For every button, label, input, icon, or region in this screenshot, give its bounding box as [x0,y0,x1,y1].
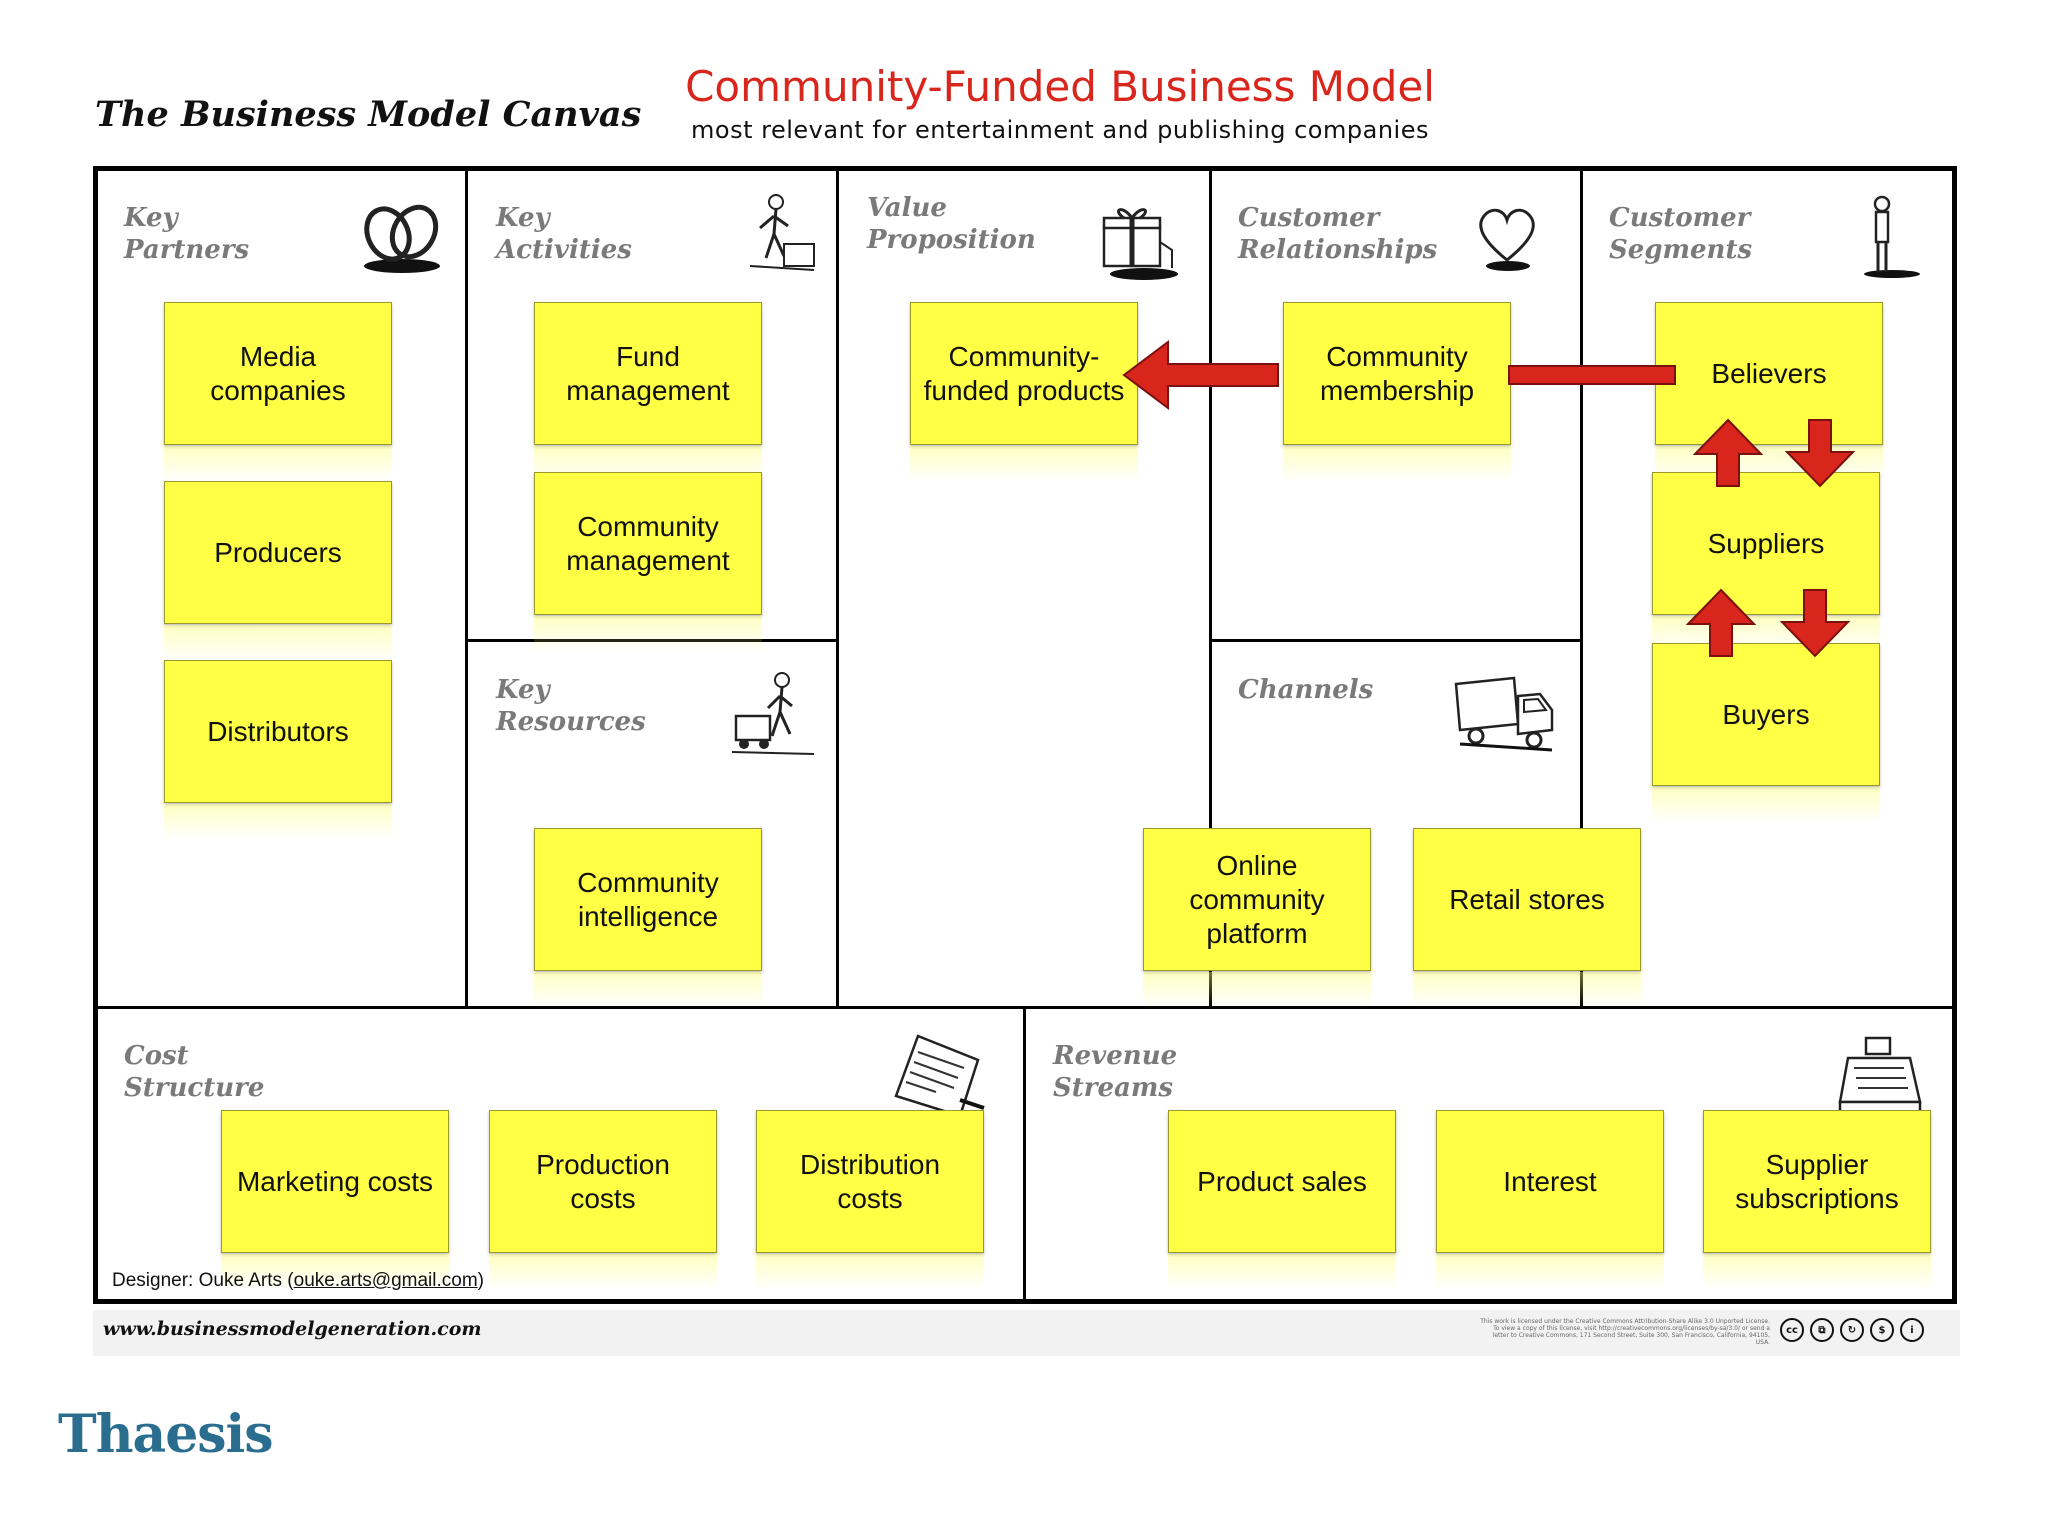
note-community-management[interactable]: Community management [534,472,762,652]
note-suppliers[interactable]: Suppliers [1652,472,1880,652]
section-label-customer-segments: Customer Segments [1609,203,1753,265]
section-label-cost-structure: Cost Structure [124,1041,265,1103]
arrow-down-to-buyers [1780,589,1850,658]
divider [97,1006,1953,1009]
license-text: This work is licensed under the Creative… [1480,1318,1770,1346]
section-label-revenue-streams: Revenue Streams [1053,1041,1178,1103]
cc-license-icons: cc ⧉ ↻ $ i [1780,1318,1924,1342]
note-production-costs[interactable]: Production costs [489,1110,717,1290]
section-label-key-resources: Key Resources [496,675,646,737]
note-buyers[interactable]: Buyers [1652,643,1880,823]
section-label-customer-relationships: Customer Relationships [1238,203,1438,265]
note-retail-stores[interactable]: Retail stores [1413,828,1641,1008]
designer-credit: Designer: Ouke Arts (ouke.arts@gmail.com… [112,1270,484,1292]
note-online-community-platform[interactable]: Online community platform [1143,828,1371,1008]
receipt-paper-icon [894,1034,985,1118]
section-label-key-partners: Key Partners [124,203,250,265]
note-fund-management[interactable]: Fund management [534,302,762,482]
designer-email-link[interactable]: ouke.arts@gmail.com [293,1270,478,1291]
divider [1209,170,1212,1008]
note-producers[interactable]: Producers [164,481,392,661]
note-product-sales[interactable]: Product sales [1168,1110,1396,1290]
worker-with-machine-icon [731,672,815,755]
person-icon [1864,195,1920,278]
divider [1211,639,1582,642]
copy-icon: ⧉ [1810,1318,1834,1342]
note-distribution-costs[interactable]: Distribution costs [756,1110,984,1290]
footer-band [93,1310,1960,1356]
canvas-title: The Business Model Canvas [95,94,642,135]
thaesis-logo: Thaesis [58,1404,274,1465]
cc-icon: cc [1780,1318,1804,1342]
arrow-up-to-believers [1693,418,1763,487]
website-url[interactable]: www.businessmodelgeneration.com [103,1318,482,1340]
arrow-to-value-proposition [1122,340,1279,410]
divider [1580,170,1583,1008]
section-label-value-proposition: Value Proposition [867,193,1036,255]
cash-register-icon [1838,1036,1922,1116]
designer-suffix: ) [477,1270,484,1291]
designer-prefix: Designer: Ouke Arts ( [112,1270,294,1291]
divider [465,170,468,1008]
gift-box-icon [1102,208,1178,280]
note-community-intelligence[interactable]: Community intelligence [534,828,762,1008]
note-community-membership[interactable]: Community membership [1283,302,1511,482]
connector-believers-to-membership [1508,365,1676,385]
canvas-frame [93,166,1957,1304]
note-marketing-costs[interactable]: Marketing costs [221,1110,449,1290]
note-supplier-subscriptions[interactable]: Supplier subscriptions [1703,1110,1931,1290]
arrow-up-to-suppliers [1686,588,1756,657]
note-distributors[interactable]: Distributors [164,660,392,840]
heart-icon [1479,208,1535,271]
page-title: Community-Funded Business Model [685,62,1435,111]
divider [1023,1008,1026,1300]
share-alike-icon: ↻ [1840,1318,1864,1342]
delivery-truck-icon [1454,676,1554,752]
note-media-companies[interactable]: Media companies [164,302,392,482]
worker-icon [749,194,815,271]
noncommercial-icon: $ [1870,1318,1894,1342]
section-label-channels: Channels [1238,675,1374,705]
section-label-key-activities: Key Activities [496,203,632,265]
attribution-icon: i [1900,1318,1924,1342]
chain-links-icon [364,204,440,273]
arrow-down-to-suppliers [1785,419,1855,488]
note-community-funded-products[interactable]: Community-funded products [910,302,1138,482]
divider [467,639,838,642]
note-interest[interactable]: Interest [1436,1110,1664,1290]
divider [836,170,839,1008]
page-subtitle: most relevant for entertainment and publ… [691,116,1429,144]
